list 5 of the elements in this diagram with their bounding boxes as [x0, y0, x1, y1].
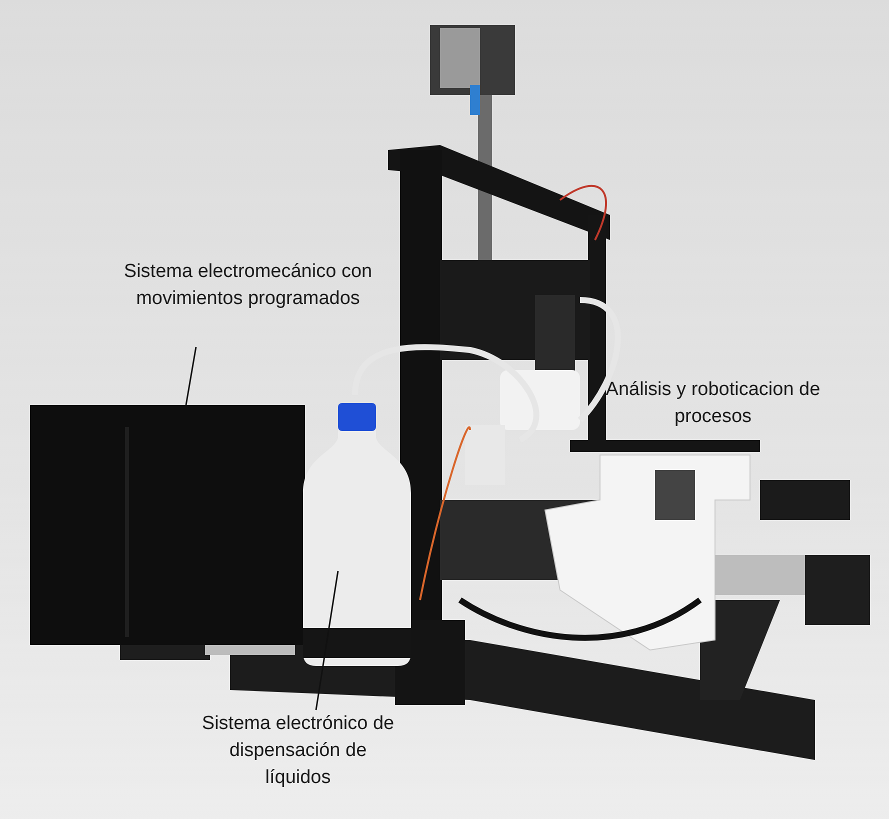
- callout-text: Sistema electromecánico con movimientos programados: [122, 258, 374, 312]
- leader-line: [315, 570, 339, 710]
- callout-text: Sistema electrónico de dispensación de líquidos: [198, 710, 398, 791]
- callout-text: Análisis y roboticacion de procesos: [604, 378, 822, 429]
- leader-line: [185, 346, 197, 406]
